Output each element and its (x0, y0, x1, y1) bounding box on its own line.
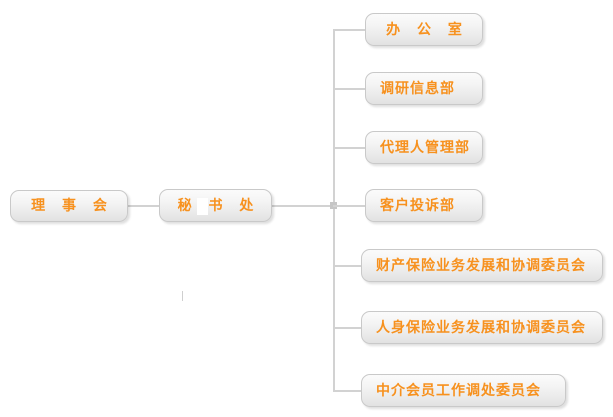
connector-branch-4 (333, 205, 365, 207)
connector-branch-5 (333, 265, 361, 267)
node-committee-property-insurance-label: 财产保险业务发展和协调委员会 (376, 257, 586, 274)
node-committee-intermediary-members-label: 中介会员工作调处委员会 (376, 382, 541, 399)
node-committee-life-insurance-label: 人身保险业务发展和协调委员会 (376, 319, 586, 336)
node-department-office[interactable]: 办 公 室 (365, 13, 483, 46)
connector-root-to-secretariat (128, 205, 159, 207)
node-root[interactable]: 理 事 会 (10, 190, 128, 222)
node-department-office-label: 办 公 室 (386, 21, 468, 38)
node-department-customer-complaints[interactable]: 客户投诉部 (365, 189, 483, 222)
node-secretariat-label: 秘 书 处 (177, 197, 260, 214)
node-committee-intermediary-members[interactable]: 中介会员工作调处委员会 (361, 374, 566, 407)
text-caret-artifact (182, 291, 183, 301)
selection-artifact-block (197, 198, 208, 215)
connector-secretariat-to-trunk (272, 205, 334, 207)
node-department-agent-management-label: 代理人管理部 (380, 139, 470, 156)
node-committee-life-insurance[interactable]: 人身保险业务发展和协调委员会 (361, 311, 603, 344)
connector-branch-3 (333, 147, 365, 149)
node-committee-property-insurance[interactable]: 财产保险业务发展和协调委员会 (361, 249, 603, 282)
node-department-agent-management[interactable]: 代理人管理部 (365, 131, 483, 164)
node-department-research-information-label: 调研信息部 (380, 80, 455, 97)
connector-branch-2 (333, 88, 365, 90)
node-root-label: 理 事 会 (31, 198, 113, 214)
connector-branch-1 (333, 29, 365, 31)
connector-trunk (333, 29, 335, 391)
node-secretariat[interactable]: 秘 书 处 (159, 189, 272, 222)
node-department-customer-complaints-label: 客户投诉部 (380, 197, 455, 214)
node-department-research-information[interactable]: 调研信息部 (365, 72, 483, 105)
connector-branch-6 (333, 327, 361, 329)
connector-branch-7 (333, 390, 361, 392)
